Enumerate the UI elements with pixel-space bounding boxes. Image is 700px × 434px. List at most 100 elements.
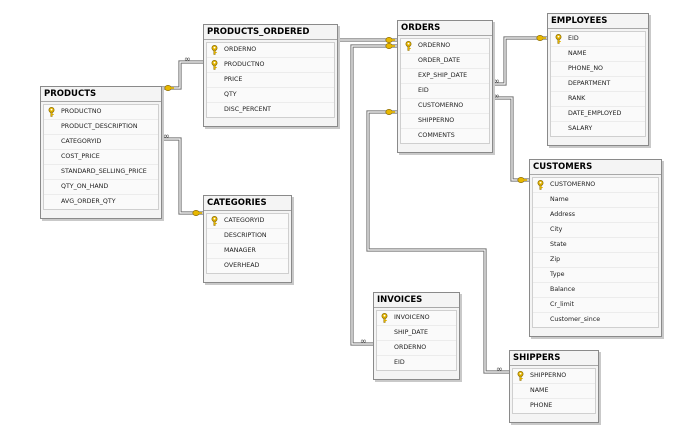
column-name: EXP_SHIP_DATE (418, 72, 468, 79)
column-row[interactable]: EID (377, 356, 456, 370)
column-row[interactable]: PHONE (513, 399, 595, 413)
column-name: DEPARTMENT (568, 80, 611, 87)
relationship-key-icon (517, 177, 527, 183)
column-name: City (550, 226, 563, 233)
column-row[interactable]: SHIPPERNO (401, 114, 489, 129)
column-row[interactable]: CATEGORYID (207, 214, 288, 229)
table-title: CATEGORIES (204, 196, 291, 211)
column-row[interactable]: STANDARD_SELLING_PRICE (44, 165, 158, 180)
column-row[interactable]: EXP_SHIP_DATE (401, 69, 489, 84)
column-row[interactable]: ORDERNO (207, 43, 334, 58)
column-row[interactable]: ORDER_DATE (401, 54, 489, 69)
primary-key-icon (536, 180, 545, 190)
column-name: ORDERNO (394, 344, 427, 351)
relationship-many-icon: ∞ (493, 92, 500, 101)
relationship-key-icon (164, 85, 174, 91)
column-row[interactable]: SHIPPERNO (513, 369, 595, 384)
rel-orders-customers (491, 97, 529, 181)
column-row[interactable]: COMMENTS (401, 129, 489, 143)
column-row[interactable]: EID (401, 84, 489, 99)
column-row[interactable]: PRODUCT_DESCRIPTION (44, 120, 158, 135)
column-row[interactable]: State (533, 238, 658, 253)
column-name: COST_PRICE (61, 153, 100, 160)
column-row[interactable]: COST_PRICE (44, 150, 158, 165)
column-name: PHONE (530, 402, 553, 409)
column-row[interactable]: QTY (207, 88, 334, 103)
column-row[interactable]: AVG_ORDER_QTY (44, 195, 158, 209)
column-row[interactable]: Address (533, 208, 658, 223)
column-row[interactable]: Customer_since (533, 313, 658, 327)
rel-orders-shippers (367, 111, 509, 373)
primary-key-icon (554, 34, 563, 44)
rel-products-categories (160, 137, 203, 215)
column-row[interactable]: Balance (533, 283, 658, 298)
column-name: PHONE_NO (568, 65, 603, 72)
column-row[interactable]: NAME (551, 47, 645, 62)
column-row[interactable]: Name (533, 193, 658, 208)
column-row[interactable]: EID (551, 32, 645, 47)
table-title: EMPLOYEES (548, 14, 648, 29)
column-row[interactable]: CATEGORYID (44, 135, 158, 150)
column-name: CATEGORYID (224, 217, 265, 224)
column-row[interactable]: QTY_ON_HAND (44, 180, 158, 195)
column-name: Zip (550, 256, 561, 263)
column-name: DISC_PERCENT (224, 106, 272, 113)
primary-key-icon (516, 371, 525, 381)
column-name: EID (394, 359, 405, 366)
primary-key-icon (210, 60, 219, 70)
column-name: INVOICENO (394, 314, 430, 321)
column-name: ORDERNO (418, 42, 451, 49)
primary-key-icon (404, 41, 413, 51)
column-row[interactable]: City (533, 223, 658, 238)
column-row[interactable]: RANK (551, 92, 645, 107)
column-row[interactable]: PRODUCTNO (44, 105, 158, 120)
column-row[interactable]: ORDERNO (401, 39, 489, 54)
column-row[interactable]: ORDERNO (377, 341, 456, 356)
column-row[interactable]: NAME (513, 384, 595, 399)
column-list: INVOICENO SHIP_DATE ORDERNO EID (376, 310, 457, 371)
relationship-many-icon: ∞ (360, 337, 367, 346)
rel-orders-invoices (351, 45, 397, 345)
column-row[interactable]: INVOICENO (377, 311, 456, 326)
column-row[interactable]: Type (533, 268, 658, 283)
column-row[interactable]: CUSTOMERNO (401, 99, 489, 114)
column-name: PRICE (224, 76, 243, 83)
column-row[interactable]: Cr_limit (533, 298, 658, 313)
column-row[interactable]: PRICE (207, 73, 334, 88)
column-row[interactable]: Zip (533, 253, 658, 268)
column-row[interactable]: DESCRIPTION (207, 229, 288, 244)
column-row[interactable]: MANAGER (207, 244, 288, 259)
column-name: CUSTOMERNO (418, 102, 464, 109)
column-row[interactable]: DEPARTMENT (551, 77, 645, 92)
column-row[interactable]: PHONE_NO (551, 62, 645, 77)
column-name: PRODUCTNO (224, 61, 265, 68)
column-row[interactable]: SALARY (551, 122, 645, 136)
relationship-key-icon (385, 37, 395, 43)
column-name: AVG_ORDER_QTY (61, 198, 116, 205)
column-row[interactable]: OVERHEAD (207, 259, 288, 273)
column-row[interactable]: DATE_EMPLOYED (551, 107, 645, 122)
column-name: SHIPPERNO (418, 117, 455, 124)
column-list: ORDERNO PRODUCTNO PRICE QTY DISC_PERCENT (206, 42, 335, 118)
column-name: STANDARD_SELLING_PRICE (61, 168, 147, 175)
column-name: DATE_EMPLOYED (568, 110, 622, 117)
rel-orders-employees (491, 37, 547, 85)
column-row[interactable]: SHIP_DATE (377, 326, 456, 341)
primary-key-icon (210, 45, 219, 55)
column-row[interactable]: PRODUCTNO (207, 58, 334, 73)
column-row[interactable]: CUSTOMERNO (533, 178, 658, 193)
column-row[interactable]: DISC_PERCENT (207, 103, 334, 117)
rel-products-productsordered (160, 60, 203, 90)
column-name: OVERHEAD (224, 262, 260, 269)
